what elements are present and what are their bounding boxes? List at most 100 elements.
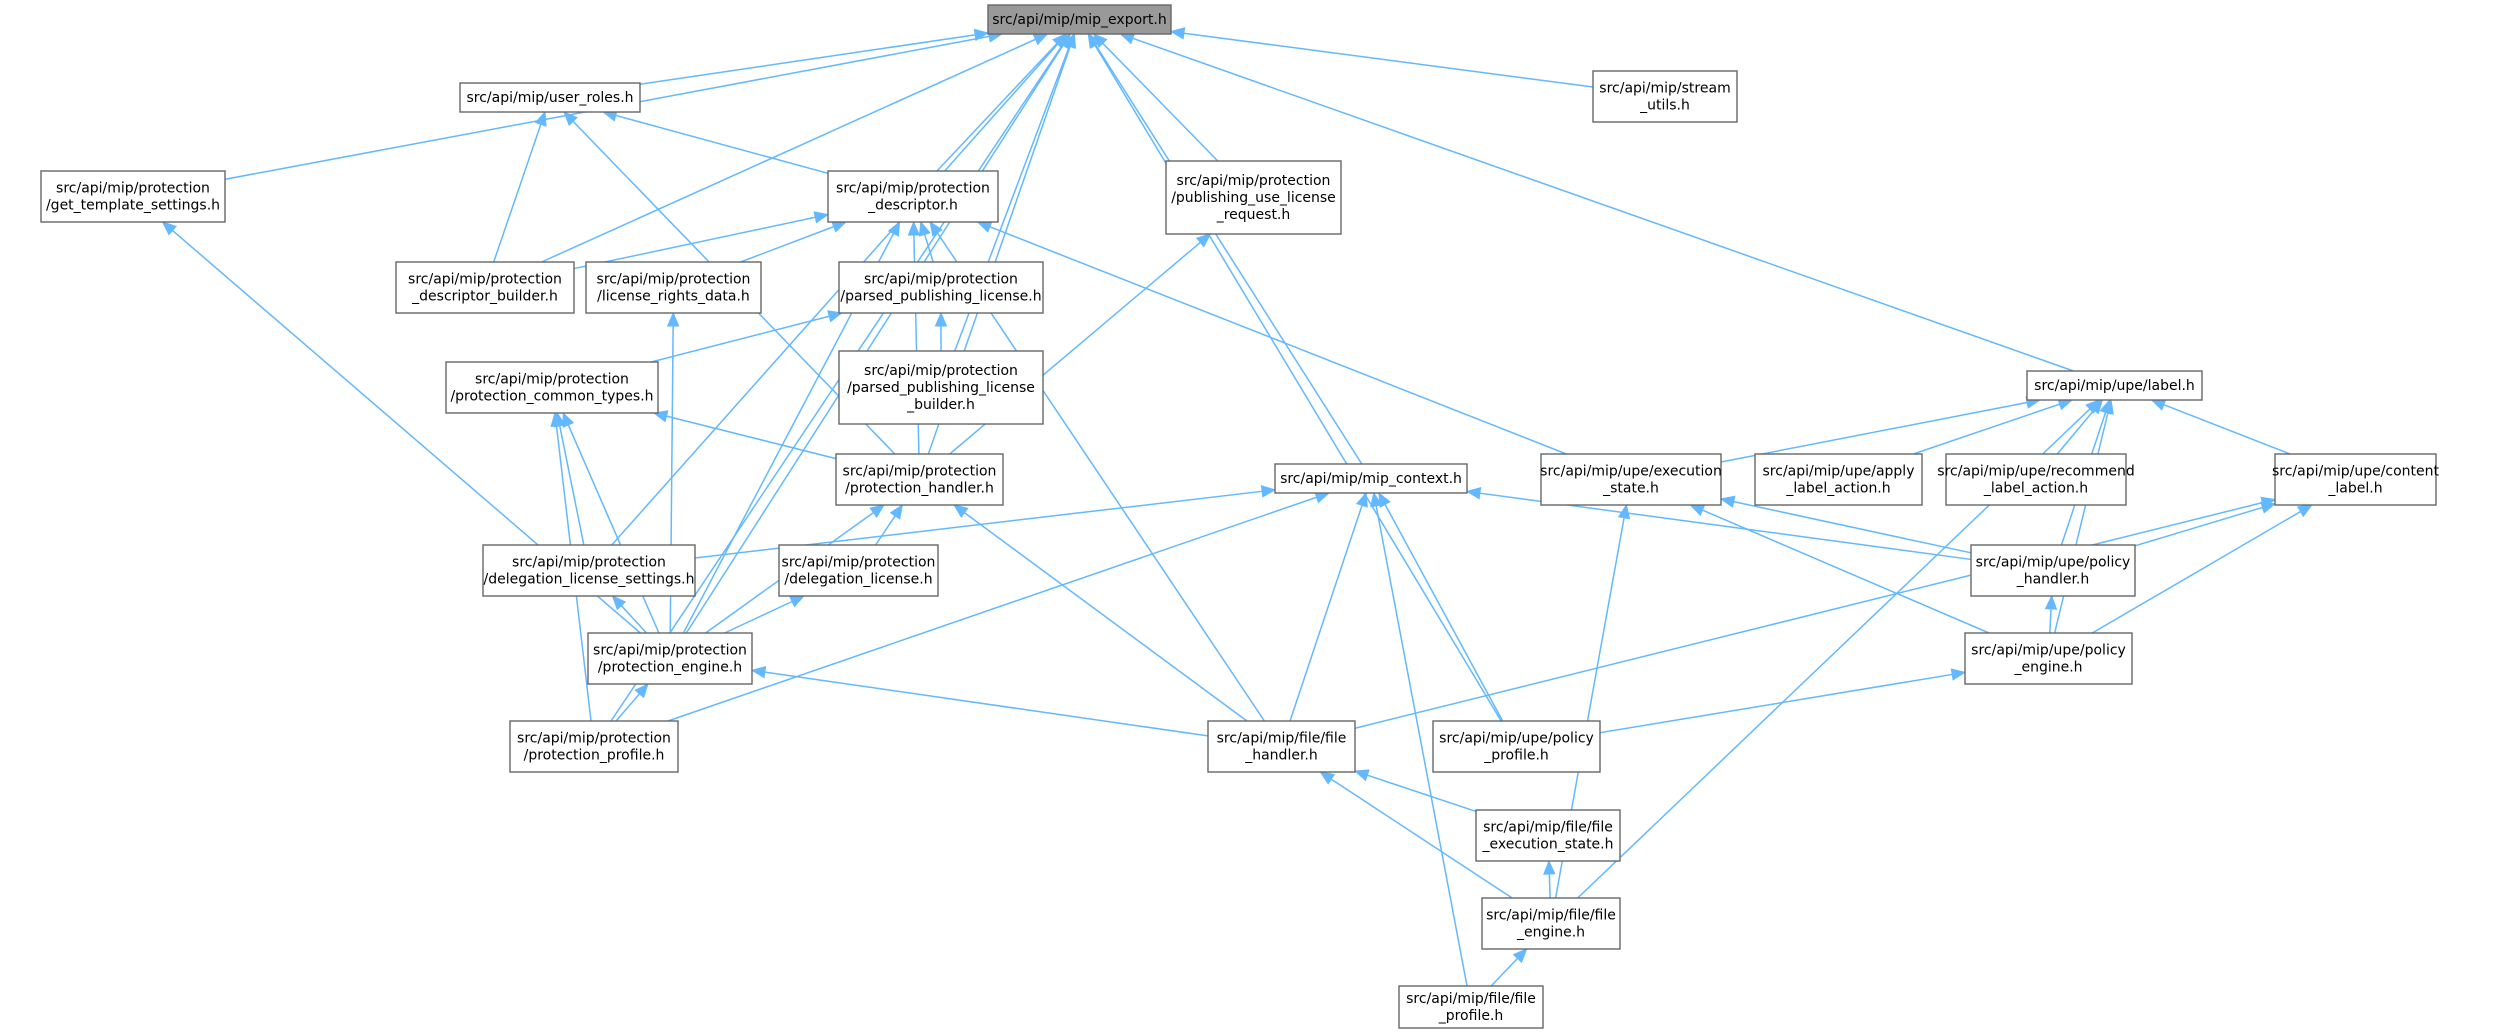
node-label: src/api/mip/protection bbox=[475, 372, 629, 388]
edge-prot-handler-includes-common-types bbox=[652, 410, 837, 460]
node-label: /delegation_license_settings.h bbox=[483, 572, 694, 588]
edge-file-handler-includes-content-label bbox=[1354, 496, 2277, 729]
edge-prot-engine-includes-mip-export bbox=[685, 32, 1071, 634]
node-prot-desc[interactable]: src/api/mip/protection_descriptor.h bbox=[827, 170, 999, 223]
node-box bbox=[1398, 985, 1544, 1029]
edge-prot-profile-includes-mip-context bbox=[667, 491, 1331, 722]
edge-deleg-license-includes-prot-handler bbox=[874, 503, 904, 546]
node-prot-profile[interactable]: src/api/mip/protection/protection_profil… bbox=[509, 720, 679, 773]
node-recommend[interactable]: src/api/mip/upe/recommend_label_action.h bbox=[1937, 453, 2135, 506]
edge-lic-rights-includes-prot-desc bbox=[740, 220, 848, 263]
node-policy-handler[interactable]: src/api/mip/upe/policy_handler.h bbox=[1970, 544, 2136, 597]
edge-user-roles-includes-mip-export bbox=[639, 28, 990, 85]
node-get-template[interactable]: src/api/mip/protection/get_template_sett… bbox=[40, 170, 226, 223]
node-box bbox=[395, 261, 575, 314]
edge-parsed-pub-includes-prot-desc bbox=[918, 220, 934, 263]
node-exec-state[interactable]: src/api/mip/upe/execution_state.h bbox=[1540, 453, 1722, 506]
nodes-layer: src/api/mip/mip_export.h src/api/mip/user… bbox=[40, 4, 2440, 1029]
node-label: src/api/mip/protection bbox=[408, 272, 562, 288]
node-label: src/api/mip/upe/label.h bbox=[2034, 378, 2195, 394]
node-label: src/api/mip/mip_context.h bbox=[1280, 471, 1462, 487]
node-box bbox=[838, 261, 1044, 314]
edge-prot-profile-includes-prot-engine bbox=[615, 683, 649, 722]
node-pub-use[interactable]: src/api/mip/protection/publishing_use_li… bbox=[1165, 160, 1342, 235]
node-label: src/api/mip/upe/recommend bbox=[1937, 464, 2134, 480]
node-label: src/api/mip/protection bbox=[597, 272, 751, 288]
node-box bbox=[482, 544, 696, 597]
node-box bbox=[459, 82, 641, 113]
node-label: /protection_profile.h bbox=[524, 748, 665, 764]
node-file-handler[interactable]: src/api/mip/file/file_handler.h bbox=[1207, 720, 1356, 773]
edge-file-handler-includes-prot-desc bbox=[929, 220, 1266, 722]
node-deleg-license[interactable]: src/api/mip/protection/delegation_licens… bbox=[778, 544, 939, 597]
arrowhead bbox=[2085, 399, 2101, 414]
node-label: _handler.h bbox=[1244, 748, 1318, 764]
node-lic-rights[interactable]: src/api/mip/protection/license_rights_da… bbox=[585, 261, 762, 314]
arrowhead bbox=[1260, 485, 1277, 498]
node-policy-profile[interactable]: src/api/mip/upe/policy_profile.h bbox=[1432, 720, 1601, 773]
edge-desc-builder-includes-prot-desc bbox=[573, 211, 830, 270]
arrowhead bbox=[1169, 27, 1186, 40]
node-label: _label_action.h bbox=[1983, 481, 2088, 497]
arrowhead bbox=[1057, 32, 1071, 49]
edge-exec-state-includes-label bbox=[1720, 396, 2042, 463]
node-box bbox=[2274, 453, 2437, 506]
arrowhead bbox=[1950, 668, 1967, 681]
node-label: src/api/mip/user_roles.h bbox=[466, 90, 633, 106]
edge-content-label-includes-label bbox=[2150, 399, 2291, 455]
arrowhead bbox=[666, 311, 680, 327]
node-box bbox=[1165, 160, 1342, 235]
node-policy-engine[interactable]: src/api/mip/upe/policy_engine.h bbox=[1964, 632, 2133, 685]
node-label: src/api/mip/file/file bbox=[1486, 908, 1616, 924]
edge-file-engine-includes-file-handler bbox=[1319, 771, 1513, 899]
node-deleg-settings[interactable]: src/api/mip/protection/delegation_licens… bbox=[482, 544, 696, 597]
node-mip-context[interactable]: src/api/mip/mip_context.h bbox=[1274, 463, 1468, 494]
node-desc-builder[interactable]: src/api/mip/protection_descriptor_builde… bbox=[395, 261, 575, 314]
node-parsed-pub[interactable]: src/api/mip/protection/parsed_publishing… bbox=[838, 261, 1044, 314]
node-apply-label[interactable]: src/api/mip/upe/apply_label_action.h bbox=[1754, 453, 1923, 506]
node-file-engine[interactable]: src/api/mip/file/file_engine.h bbox=[1481, 897, 1621, 950]
edge-prot-profile-includes-mip-export bbox=[610, 32, 1071, 722]
arrowhead bbox=[1119, 32, 1136, 45]
node-label: _descriptor.h bbox=[867, 198, 958, 214]
node-box bbox=[1964, 632, 2133, 685]
arrowhead bbox=[813, 211, 830, 224]
arrowhead bbox=[2150, 399, 2167, 411]
edge-parsed-pub-builder-includes-parsed-pub bbox=[934, 311, 948, 351]
node-common-types[interactable]: src/api/mip/protection/protection_common… bbox=[445, 361, 659, 414]
node-label: src/api/mip/stream bbox=[1599, 81, 1730, 97]
node-prot-engine[interactable]: src/api/mip/protection/protection_engine… bbox=[587, 632, 753, 685]
node-parsed-pub-builder[interactable]: src/api/mip/protection/parsed_publishing… bbox=[838, 350, 1044, 425]
edge-prot-engine-includes-deleg-settings bbox=[611, 595, 648, 634]
edge-mip-context-includes-mip-export bbox=[1088, 32, 1363, 465]
node-file-exec-state[interactable]: src/api/mip/file/file_execution_state.h bbox=[1475, 809, 1621, 862]
arrowhead bbox=[953, 504, 969, 519]
node-stream-utils[interactable]: src/api/mip/stream_utils.h bbox=[1592, 70, 1738, 123]
node-file-profile[interactable]: src/api/mip/file/file_profile.h bbox=[1398, 985, 1544, 1029]
arrowhead bbox=[2101, 398, 2114, 415]
edge-policy-engine-includes-policy-handler bbox=[2044, 594, 2058, 634]
node-box bbox=[1432, 720, 1601, 773]
node-prot-handler[interactable]: src/api/mip/protection/protection_handle… bbox=[835, 453, 1004, 506]
node-label: src/api/mip/protection bbox=[517, 731, 671, 747]
node-label: src/api/mip/protection bbox=[843, 464, 997, 480]
node-box bbox=[1945, 453, 2127, 506]
edge-prot-desc-includes-user-roles bbox=[601, 109, 829, 175]
edge-file-profile-includes-mip-context bbox=[1370, 491, 1468, 987]
node-user-roles[interactable]: src/api/mip/user_roles.h bbox=[459, 82, 641, 113]
arrowhead bbox=[563, 111, 578, 127]
node-mip-export[interactable]: src/api/mip/mip_export.h bbox=[987, 4, 1172, 35]
node-label: _execution_state.h bbox=[1481, 837, 1613, 853]
arrowhead bbox=[1617, 503, 1631, 520]
node-label: src/api/mip/upe/policy bbox=[1976, 555, 2131, 571]
edge-policy-handler-includes-exec-state bbox=[1719, 495, 1972, 554]
node-label[interactable]: src/api/mip/upe/label.h bbox=[2026, 370, 2203, 401]
node-box bbox=[1207, 720, 1356, 773]
arrowhead bbox=[2260, 496, 2277, 509]
arrowhead bbox=[1087, 32, 1101, 49]
edge-policy-profile-includes-mip-context bbox=[1378, 491, 1504, 722]
node-box bbox=[838, 350, 1044, 425]
node-box bbox=[1754, 453, 1923, 506]
edge-file-handler-includes-mip-context bbox=[1289, 491, 1368, 722]
node-content-label[interactable]: src/api/mip/upe/content_label.h bbox=[2272, 453, 2440, 506]
